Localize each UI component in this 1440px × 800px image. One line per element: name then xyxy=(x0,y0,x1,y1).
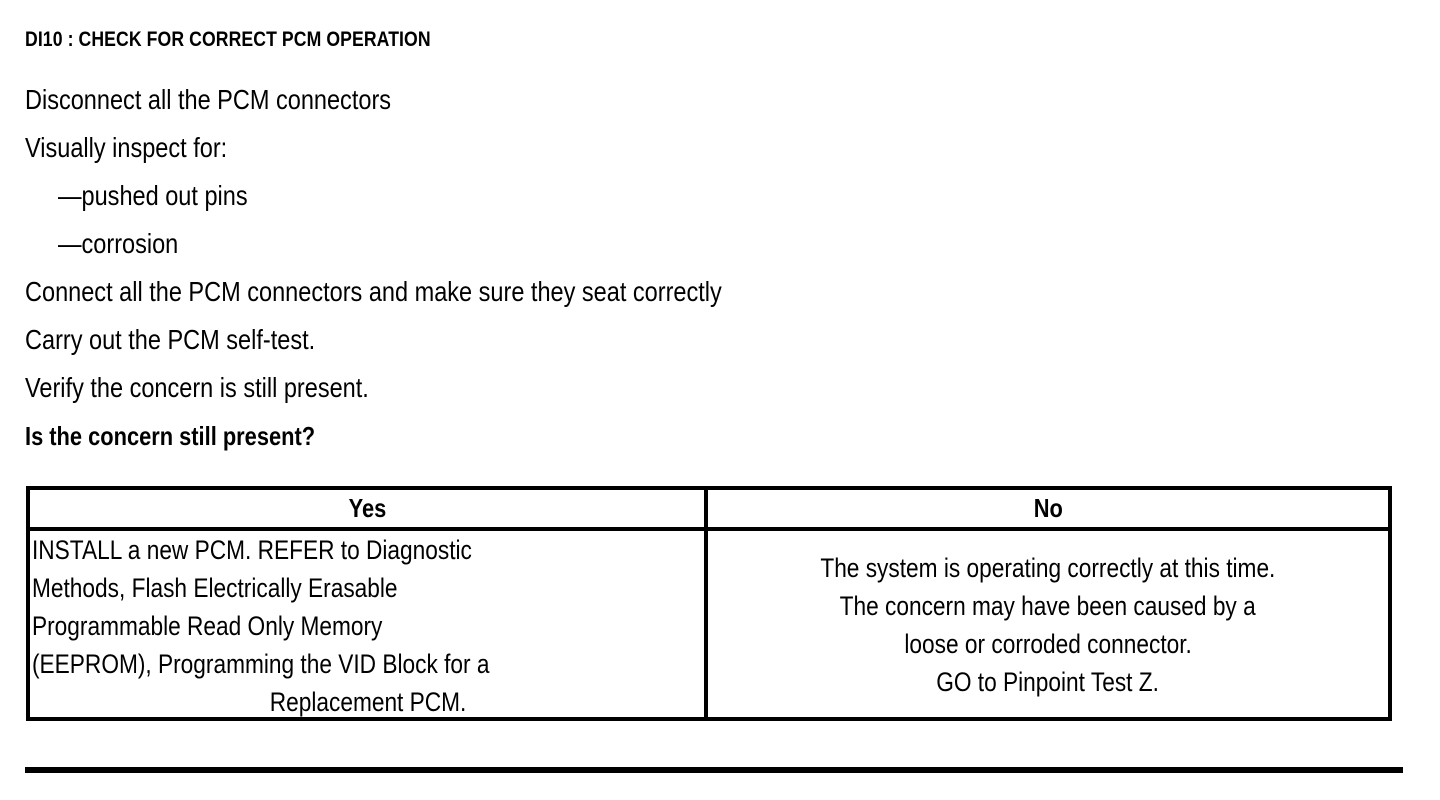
procedure-line: Visually inspect for: xyxy=(25,124,1405,172)
cell-line: Methods, Flash Electrically Erasable xyxy=(32,569,704,607)
procedure-line-text: Is the concern still present? xyxy=(25,421,316,451)
procedure-line: Verify the concern is still present. xyxy=(25,364,1405,412)
cell-line-text: GO to Pinpoint Test Z. xyxy=(936,667,1160,697)
procedure-line-text: —corrosion xyxy=(58,228,179,259)
cell-line: The system is operating correctly at thi… xyxy=(708,549,1388,587)
cell-line-text: (EEPROM), Programming the VID Block for … xyxy=(32,649,490,679)
procedure-line: Is the concern still present? xyxy=(25,412,1405,460)
decision-table: Yes No INSTALL a new PCM. REFER to Diagn… xyxy=(26,486,1392,721)
procedure-line: Connect all the PCM connectors and make … xyxy=(25,268,1405,316)
column-header-no: No xyxy=(708,490,1388,527)
column-header-yes-label: Yes xyxy=(348,493,386,523)
cell-line: The concern may have been caused by a xyxy=(708,587,1388,625)
cell-line-text: Replacement PCM. xyxy=(269,687,467,717)
cell-line-text: Methods, Flash Electrically Erasable xyxy=(32,573,398,603)
no-action-cell: The system is operating correctly at thi… xyxy=(708,531,1388,717)
cell-line: Programmable Read Only Memory xyxy=(32,607,704,645)
cell-line-text: INSTALL a new PCM. REFER to Diagnostic xyxy=(32,535,472,565)
cell-line: Replacement PCM. xyxy=(32,683,704,721)
procedure-line-text: Visually inspect for: xyxy=(25,132,228,163)
step-title-text: DI10 : CHECK FOR CORRECT PCM OPERATION xyxy=(25,28,431,51)
procedure-line: Disconnect all the PCM connectors xyxy=(25,76,1405,124)
cell-line-text: loose or corroded connector. xyxy=(904,629,1192,659)
procedure-line-text: Disconnect all the PCM connectors xyxy=(25,84,392,115)
procedure-line: —pushed out pins xyxy=(25,172,1405,220)
column-header-no-label: No xyxy=(1033,493,1063,523)
cell-line: (EEPROM), Programming the VID Block for … xyxy=(32,645,704,683)
cell-line-text: The system is operating correctly at thi… xyxy=(820,553,1276,583)
column-header-yes: Yes xyxy=(30,490,708,527)
cell-line-text: The concern may have been caused by a xyxy=(839,591,1257,621)
decision-table-header-row: Yes No xyxy=(30,490,1388,531)
cell-line: GO to Pinpoint Test Z. xyxy=(708,663,1388,701)
cell-line-text: Programmable Read Only Memory xyxy=(32,611,383,641)
cell-line: loose or corroded connector. xyxy=(708,625,1388,663)
procedure-line-text: Verify the concern is still present. xyxy=(25,372,369,403)
cell-line: INSTALL a new PCM. REFER to Diagnostic xyxy=(32,531,704,569)
procedure-line-text: —pushed out pins xyxy=(58,180,248,211)
procedure-line-text: Carry out the PCM self-test. xyxy=(25,324,316,355)
procedure-line-text: Connect all the PCM connectors and make … xyxy=(25,276,722,307)
procedure-line: Carry out the PCM self-test. xyxy=(25,316,1405,364)
page-title: DI10 : CHECK FOR CORRECT PCM OPERATION xyxy=(25,28,508,52)
footer-divider xyxy=(25,767,1403,773)
procedure-line: —corrosion xyxy=(25,220,1405,268)
